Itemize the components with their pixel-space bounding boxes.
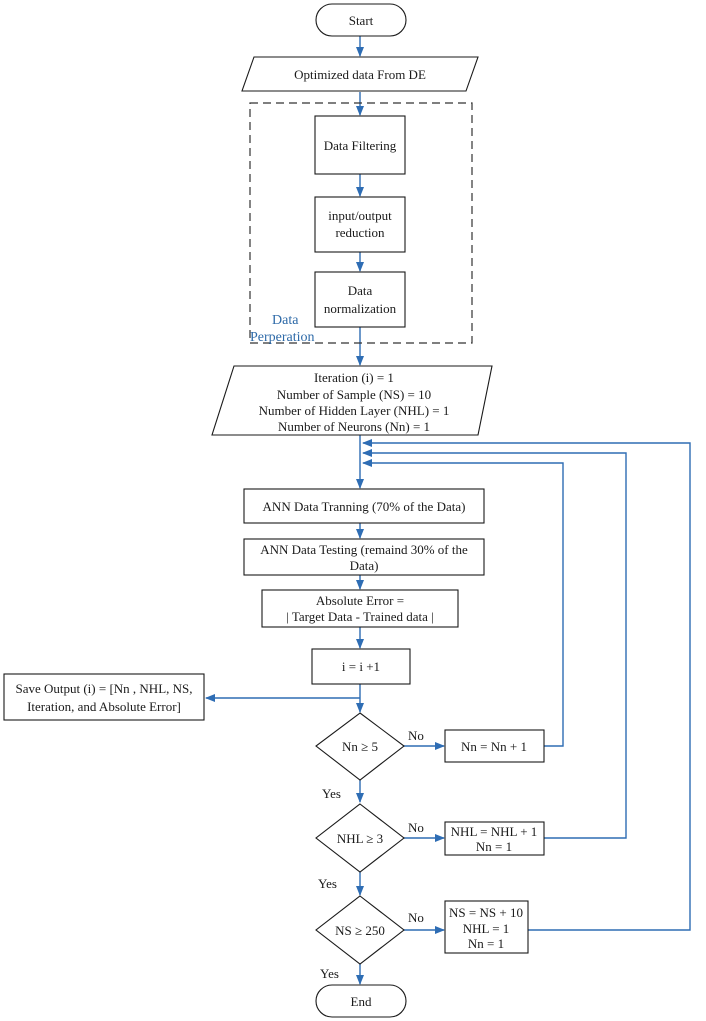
save-output-node: Save Output (i) = [Nn , NHL, NS, Iterati… — [3, 673, 205, 721]
data-normalization-label-line2: normalization — [324, 301, 397, 316]
ann-testing-node: ANN Data Testing (remaind 30% of the Dat… — [243, 538, 485, 576]
io-reduction-label-line1: input/output — [328, 208, 392, 223]
initialization-node: Iteration (i) = 1 Number of Sample (NS) … — [211, 365, 493, 436]
nn-increment-node: Nn = Nn + 1 — [444, 729, 545, 763]
io-reduction-label-line2: reduction — [335, 225, 385, 240]
init-neurons: Number of Neurons (Nn) = 1 — [278, 419, 430, 434]
data-preparation-label-line1: Data — [272, 313, 299, 328]
input-label: Optimized data From DE — [294, 67, 426, 82]
ns-no-label: No — [408, 910, 424, 925]
data-preparation-group — [249, 102, 473, 344]
save-output-label-line1: Save Output (i) = [Nn , NHL, NS, — [15, 681, 192, 696]
ns-increment-label-line1: NS = NS + 10 — [449, 905, 523, 920]
save-output-label-line2: Iteration, and Absolute Error] — [27, 699, 181, 714]
init-iteration: Iteration (i) = 1 — [314, 370, 394, 385]
absolute-error-label-line1: Absolute Error = — [316, 593, 404, 608]
data-normalization-node: Data normalization — [314, 271, 406, 328]
data-filtering-node: Data Filtering — [314, 115, 406, 175]
nn-yes-label: Yes — [322, 786, 341, 801]
ns-increment-label-line3: Nn = 1 — [468, 936, 504, 951]
nn-decision: Nn ≥ 5 — [315, 712, 405, 781]
nhl-decision: NHL ≥ 3 — [315, 803, 405, 873]
data-filtering-label: Data Filtering — [324, 138, 397, 153]
data-normalization-label-line1: Data — [348, 283, 373, 298]
data-preparation-label-line2: Perperation — [250, 330, 315, 345]
init-samples: Number of Sample (NS) = 10 — [277, 387, 431, 402]
absolute-error-node: Absolute Error = | Target Data - Trained… — [261, 589, 459, 628]
start-terminal: Start — [315, 3, 407, 37]
nn-decision-label: Nn ≥ 5 — [342, 739, 378, 754]
ns-yes-label: Yes — [320, 966, 339, 981]
increment-label: i = i +1 — [342, 659, 380, 674]
ann-training-label: ANN Data Tranning (70% of the Data) — [263, 499, 466, 514]
nhl-no-label: No — [408, 820, 424, 835]
input-data-node: Optimized data From DE — [241, 56, 479, 92]
ann-testing-label-line2: Data) — [350, 558, 379, 573]
start-label: Start — [349, 13, 374, 28]
loop-nhl-back — [362, 449, 627, 839]
loop-ns-back — [362, 439, 691, 931]
nhl-yes-label: Yes — [318, 876, 337, 891]
ns-increment-label-line2: NHL = 1 — [463, 921, 510, 936]
ns-increment-node: NS = NS + 10 NHL = 1 Nn = 1 — [444, 900, 529, 954]
ns-decision-label: NS ≥ 250 — [335, 923, 385, 938]
nhl-increment-label-line1: NHL = NHL + 1 — [451, 824, 538, 839]
nhl-decision-label: NHL ≥ 3 — [337, 831, 383, 846]
end-label: End — [351, 994, 372, 1009]
end-terminal: End — [315, 984, 407, 1018]
loop-nn-back — [362, 459, 564, 747]
nhl-increment-label-line2: Nn = 1 — [476, 839, 512, 854]
ann-training-node: ANN Data Tranning (70% of the Data) — [243, 488, 485, 524]
io-reduction-node: input/output reduction — [314, 196, 406, 253]
nhl-increment-node: NHL = NHL + 1 Nn = 1 — [444, 821, 545, 856]
ann-testing-label-line1: ANN Data Testing (remaind 30% of the — [260, 542, 468, 557]
ns-decision: NS ≥ 250 — [315, 895, 405, 965]
absolute-error-label-line2: | Target Data - Trained data | — [286, 609, 434, 624]
init-hidden-layers: Number of Hidden Layer (NHL) = 1 — [259, 403, 450, 418]
nn-no-label: No — [408, 728, 424, 743]
nn-increment-label: Nn = Nn + 1 — [461, 739, 527, 754]
increment-node: i = i +1 — [311, 648, 411, 685]
